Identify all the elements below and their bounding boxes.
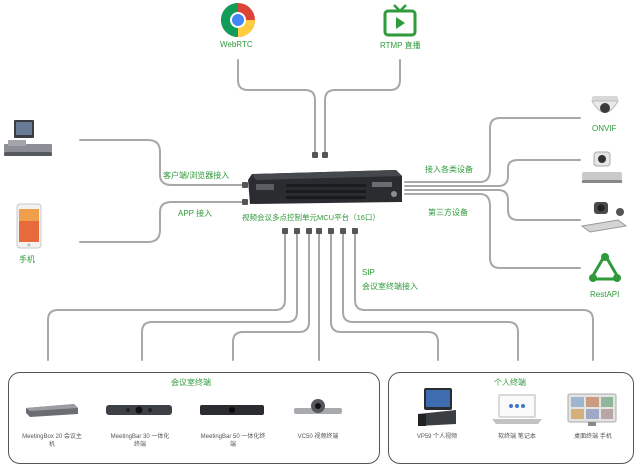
chrome-icon: [221, 3, 255, 37]
room-device-label-3: MeetingBar 50 一体化终端: [200, 434, 266, 448]
room-device-label-2: MeetingBar 30 一体化终端: [110, 434, 170, 448]
personal-device-label-3: 桌面终端 手机: [574, 434, 612, 440]
ptz-camera-icon: [582, 151, 622, 183]
room-device-label-4: VC50 视频终端: [297, 434, 339, 440]
onvif-label: ONVIF: [592, 124, 617, 133]
wire-terminal: [404, 159, 581, 187]
personal-device-label-2: 软终端 笔记本: [498, 434, 536, 440]
wire-personal-3: [354, 231, 594, 361]
pc-terminal-icon: [4, 120, 52, 156]
app-link-label: APP 接入: [178, 209, 213, 218]
monitor-video-icon: [567, 393, 617, 426]
video-camera-icon: [294, 399, 342, 414]
ptz-camera-node: [580, 150, 624, 186]
wire-pc: [79, 139, 246, 186]
wire-room-1: [47, 231, 286, 361]
browser-node: [220, 2, 256, 38]
wire-room-3: [232, 231, 310, 361]
personal-group-title: 个人终端: [491, 377, 529, 388]
api-label: RestAPI: [590, 290, 620, 299]
mcu-server: [246, 168, 404, 206]
monitor-device: [566, 392, 618, 428]
tv-play-icon: [383, 4, 417, 37]
wire-personal-2: [342, 231, 519, 361]
conference-camera-icon: [580, 202, 628, 233]
wire-rtmp: [324, 59, 401, 156]
wire-phone: [79, 201, 246, 243]
api-node: [588, 252, 622, 284]
meetingbar30-device: [104, 402, 174, 418]
third-link-label: 第三方设备: [428, 208, 468, 217]
wire-room-2: [141, 231, 298, 361]
vp59-device: [416, 386, 458, 428]
meetingbar50-device: [198, 403, 266, 417]
onvif-node: [588, 94, 622, 122]
desk-video-phone-icon: [418, 388, 456, 426]
wire-browser: [237, 59, 316, 156]
meetingbox-device: [24, 400, 80, 420]
sip-desc-label: 会议室终端接入: [362, 282, 418, 291]
sip-label: SIP: [362, 268, 375, 277]
pc-link-label: 客户端/浏览器接入: [163, 171, 230, 180]
personal-device-label-1: VP59 个人视频: [416, 434, 458, 440]
browser-label: WebRTC: [220, 40, 253, 49]
video-bar-icon: [200, 405, 264, 415]
wire-onvif: [404, 117, 581, 183]
server-rack-icon: [248, 170, 402, 204]
smartphone-icon: [16, 203, 42, 249]
rtmp-node: [383, 2, 417, 38]
personal-terminal-group: [388, 372, 634, 464]
wire-personal-1: [330, 231, 439, 361]
api-triangle-icon: [589, 253, 621, 282]
server-label: 视频会议多点控制单元MCU平台（16口）: [242, 213, 380, 222]
wire-api: [404, 193, 581, 269]
phone-node: [16, 203, 42, 249]
vc50-device: [292, 396, 344, 420]
wire-third: [404, 189, 581, 221]
room-terminal-group: [8, 372, 380, 464]
meeting-box-icon: [26, 404, 78, 417]
laptop-device: [490, 392, 544, 426]
room-device-label-1: MeetingBox 20 会议主机: [22, 434, 82, 448]
conference-system-node: [578, 200, 630, 236]
access-link-label: 接入各类设备: [425, 165, 473, 174]
pc-node: [2, 118, 54, 162]
rtmp-label: RTMP 直播: [380, 41, 421, 50]
laptop-icon: [492, 394, 542, 424]
phone-label: 手机: [19, 255, 35, 264]
room-group-title: 会议室终端: [168, 377, 214, 388]
video-bar-icon: [106, 405, 172, 415]
dome-camera-icon: [591, 96, 619, 113]
